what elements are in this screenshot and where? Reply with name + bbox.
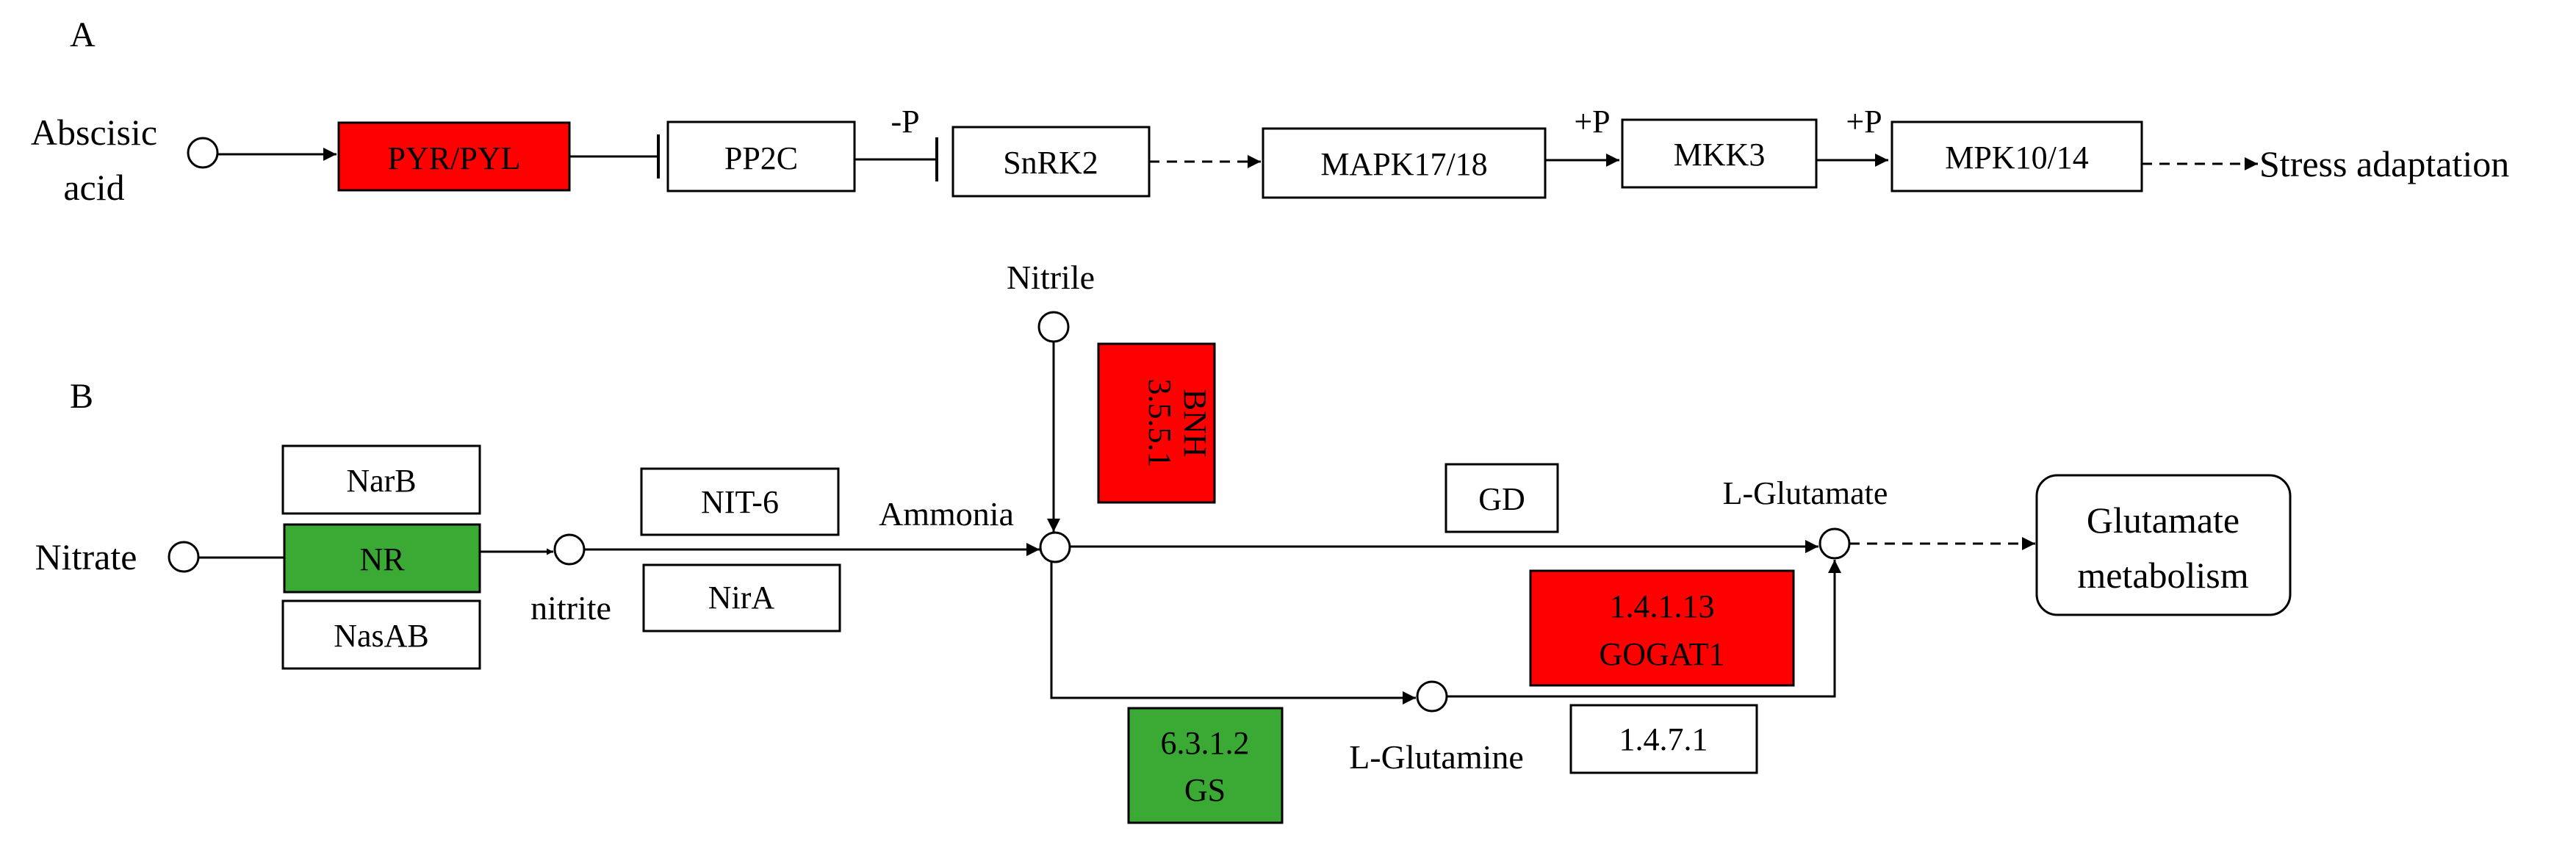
- node-mpk10-14-label: MPK10/14: [1945, 140, 2089, 176]
- enzyme-nasab: [281, 599, 481, 670]
- compound-nitrile-label: Nitrile: [1007, 259, 1095, 296]
- compound-abscisic-acid-line2: acid: [63, 167, 124, 208]
- edge-label-plus-p-1: +P: [1574, 104, 1610, 140]
- enzyme-nasab-label: NasAB: [334, 618, 429, 654]
- enzyme-gs-line2: GS: [1184, 772, 1226, 808]
- panel-b-label: B: [70, 377, 93, 416]
- compound-l-glutamine-node: [1416, 680, 1448, 713]
- edge-label-plus-p-2: +P: [1846, 104, 1882, 140]
- compound-ammonia-label: Ammonia: [879, 495, 1014, 533]
- enzyme-nit6-label: NIT-6: [701, 484, 779, 520]
- edge-label-minus-p: -P: [891, 104, 919, 140]
- compound-nitrite-label: nitrite: [530, 589, 611, 627]
- compound-abscisic-acid-line1: Abscisic: [31, 112, 157, 153]
- enzyme-narb: [281, 444, 481, 515]
- enzyme-nr: [283, 523, 481, 594]
- enzyme-narb-label: NarB: [346, 463, 416, 499]
- outcome-stress-adaptation: Stress adaptation: [2259, 143, 2509, 184]
- compound-nitrate-label: Nitrate: [35, 536, 137, 577]
- node-mapk17-18: [1262, 127, 1547, 199]
- enzyme-1-4-7-1: [1569, 704, 1758, 774]
- enzyme-nit6: [640, 467, 840, 536]
- edge-ammonia-to-glutamine: [1050, 562, 1416, 704]
- node-mkk3-label: MKK3: [1674, 137, 1766, 173]
- enzyme-gogat1-line2: GOGAT1: [1599, 636, 1724, 672]
- pathway-glutamate-metabolism-line1: Glutamate: [2087, 500, 2239, 541]
- compound-l-glutamate-node: [1818, 527, 1851, 560]
- node-mkk3: [1621, 118, 1818, 189]
- enzyme-nira-label: NirA: [708, 580, 775, 616]
- compound-nitrate-node: [168, 541, 200, 573]
- compound-ammonia-node: [1039, 531, 1071, 563]
- enzyme-gd: [1444, 463, 1559, 533]
- node-pp2c-label: PP2C: [724, 140, 798, 176]
- enzyme-gs: [1127, 707, 1284, 824]
- enzyme-gogat1: [1529, 569, 1795, 687]
- enzyme-bnh: [1097, 342, 1216, 504]
- enzyme-bnh-line1: 3.5.5.1: [1142, 379, 1178, 468]
- panel-b: B Nitrate NarB NR NasAB nitrite NIT-6 Ni…: [35, 259, 2292, 824]
- edge-glutamine-to-glutamate: [1447, 560, 1841, 698]
- enzyme-1-4-7-1-label: 1.4.7.1: [1619, 721, 1708, 757]
- pathway-glutamate-metabolism[interactable]: [2035, 474, 2292, 616]
- pathway-glutamate-metabolism-line2: metabolism: [2077, 555, 2248, 596]
- panel-a-label: A: [70, 15, 96, 54]
- enzyme-nr-label: NR: [359, 541, 405, 577]
- node-snrk2: [951, 126, 1151, 198]
- compound-nitrile-node: [1037, 311, 1070, 343]
- enzyme-bnh-line2: BNH: [1177, 389, 1213, 458]
- compound-l-glutamine-label: L-Glutamine: [1349, 738, 1524, 776]
- node-snrk2-label: SnRK2: [1003, 145, 1098, 181]
- enzyme-nira: [642, 563, 841, 632]
- node-mapk17-18-label: MAPK17/18: [1320, 146, 1487, 182]
- node-pyr-pyl-label: PYR/PYL: [388, 140, 521, 176]
- node-pp2c: [666, 120, 856, 192]
- compound-l-glutamate-label: L-Glutamate: [1723, 475, 1888, 511]
- panel-a: A Abscisic acid PYR/PYL PP2C -P SnRK2 MA…: [31, 15, 2509, 208]
- node-mpk10-14: [1890, 120, 2143, 192]
- enzyme-gogat1-line1: 1.4.1.13: [1610, 588, 1715, 624]
- compound-nitrite-node: [553, 533, 586, 566]
- compound-abscisic-acid-node: [187, 137, 219, 169]
- enzyme-gs-line1: 6.3.1.2: [1161, 725, 1250, 761]
- enzyme-gd-label: GD: [1478, 481, 1525, 517]
